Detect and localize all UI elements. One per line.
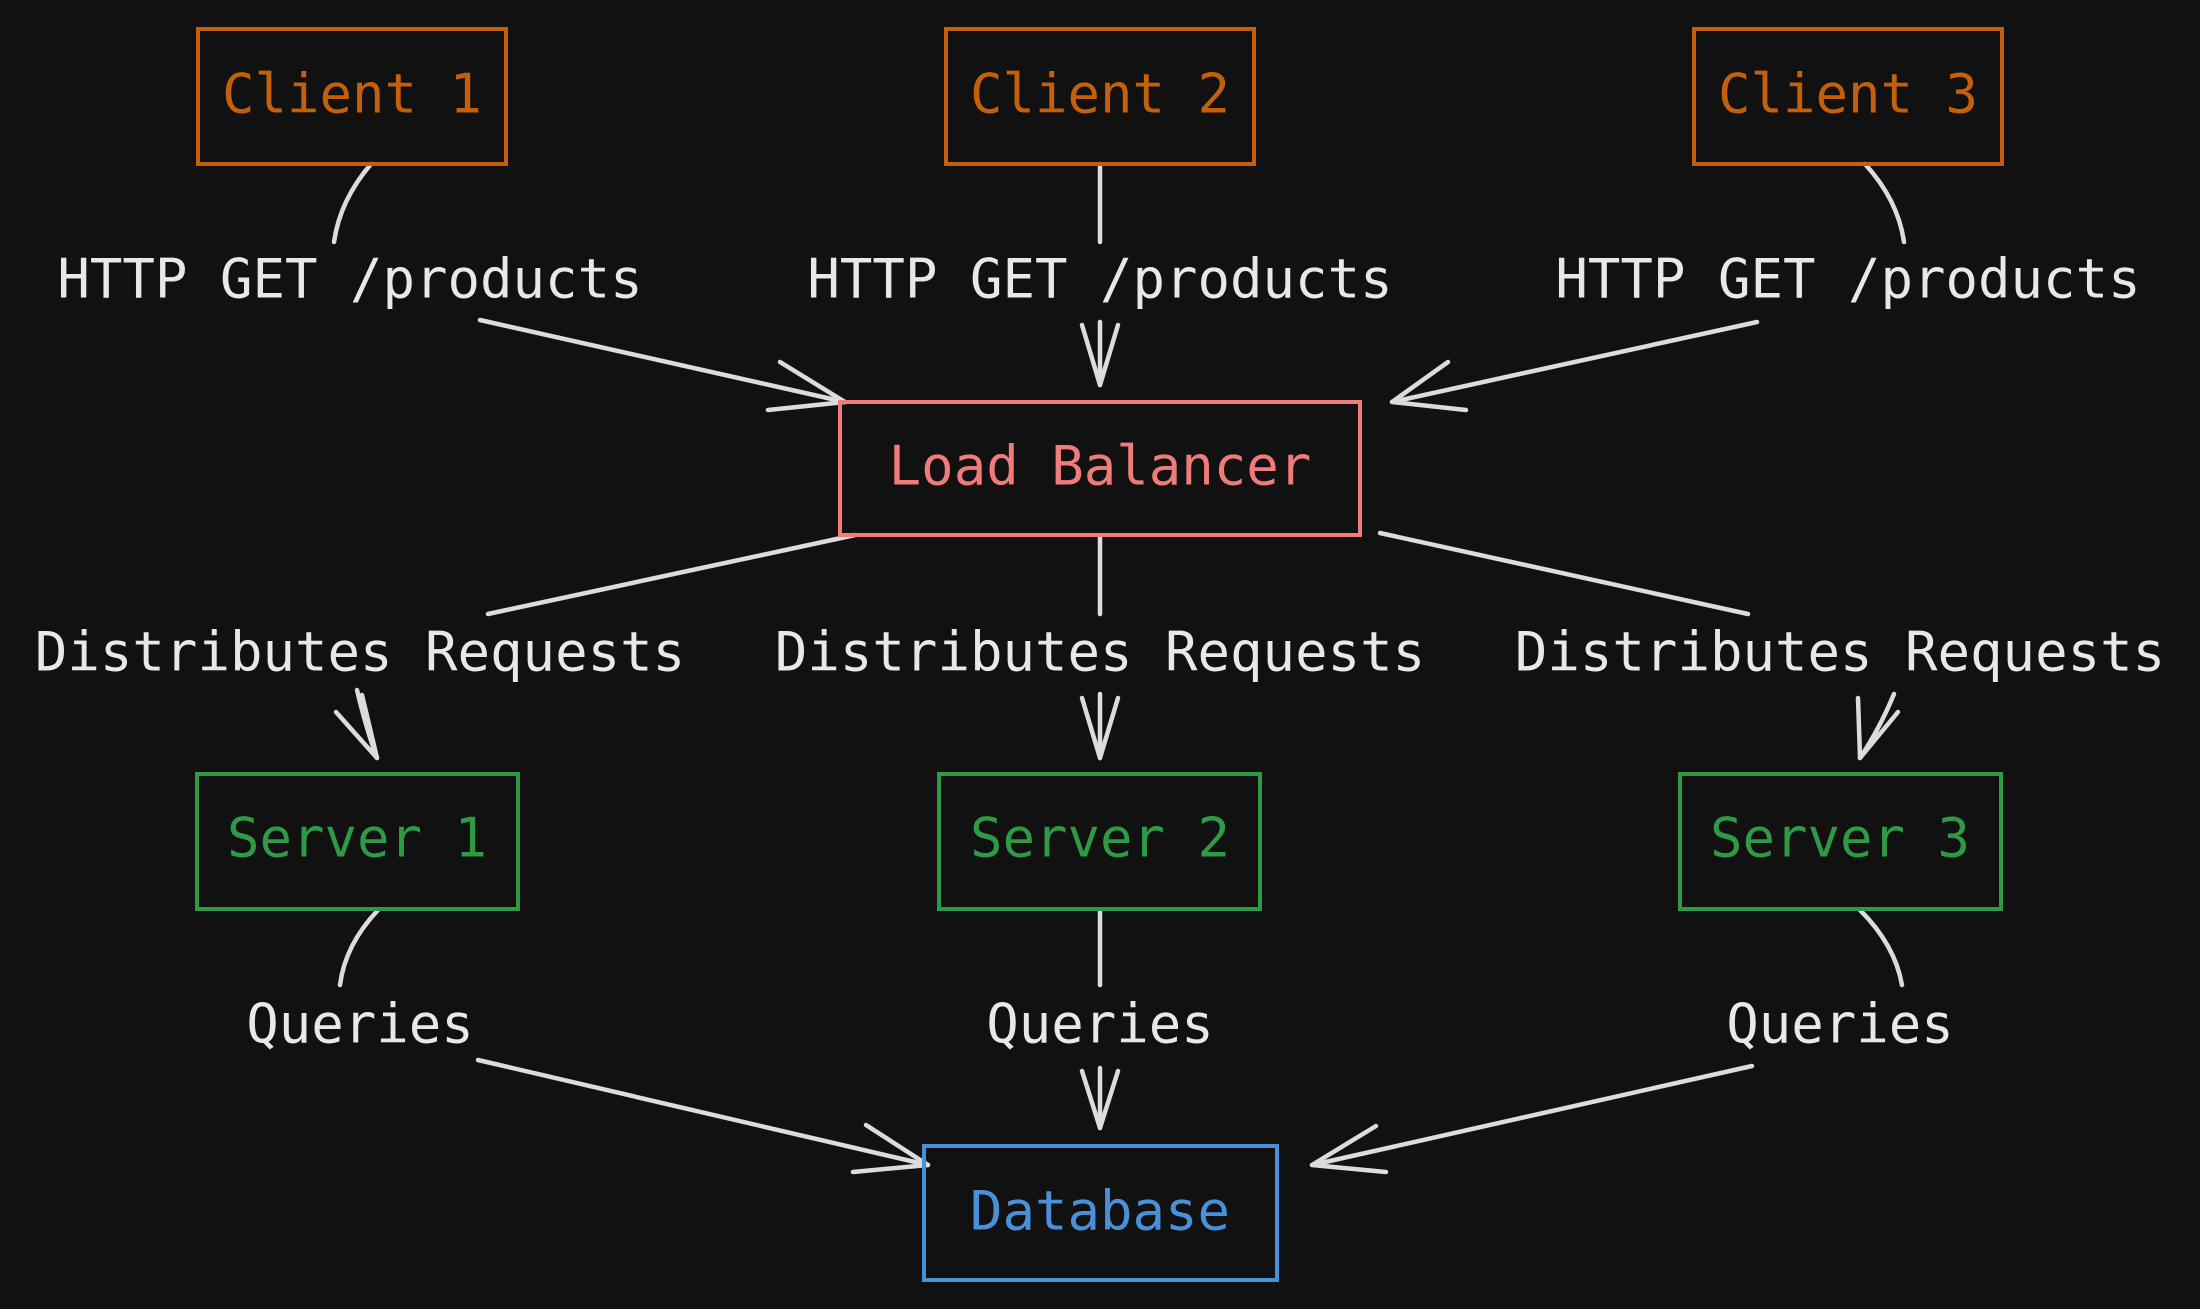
edge-label-server-2: Distributes Requests xyxy=(775,621,1425,684)
server-3-label: Server 3 xyxy=(1710,807,1970,870)
client-1-node[interactable]: Client 1 xyxy=(196,27,508,166)
server-1-node[interactable]: Server 1 xyxy=(195,772,520,911)
edge-server-1-to-database: Queries xyxy=(246,907,931,1175)
edge-label-client-2: HTTP GET /products xyxy=(807,248,1392,311)
load-balancer-node[interactable]: Load Balancer xyxy=(838,400,1362,537)
database-label: Database xyxy=(970,1180,1230,1243)
edge-label-queries-1: Queries xyxy=(246,993,474,1056)
client-1-label: Client 1 xyxy=(222,63,482,126)
edge-server-2-to-database: Queries xyxy=(986,907,1214,1131)
edge-client-2-to-load-balancer: HTTP GET /products xyxy=(807,161,1393,388)
server-3-node[interactable]: Server 3 xyxy=(1678,772,2003,911)
edge-client-1-to-load-balancer: HTTP GET /products xyxy=(57,161,848,413)
load-balancer-label: Load Balancer xyxy=(889,435,1312,498)
edge-label-client-1: HTTP GET /products xyxy=(57,248,642,311)
database-node[interactable]: Database xyxy=(922,1144,1279,1282)
edge-load-balancer-to-server-3: Distributes Requests xyxy=(1377,530,2165,761)
server-2-label: Server 2 xyxy=(970,807,1230,870)
edge-label-client-3: HTTP GET /products xyxy=(1555,248,2140,311)
edge-label-queries-3: Queries xyxy=(1726,993,1954,1056)
edge-label-server-3: Distributes Requests xyxy=(1515,621,2165,684)
edge-server-3-to-database: Queries xyxy=(1309,907,1954,1175)
edge-label-queries-2: Queries xyxy=(986,993,1214,1056)
client-2-node[interactable]: Client 2 xyxy=(944,27,1256,166)
server-1-label: Server 1 xyxy=(227,807,487,870)
edge-load-balancer-to-server-2: Distributes Requests xyxy=(775,534,1425,761)
client-3-node[interactable]: Client 3 xyxy=(1692,27,2004,166)
client-3-label: Client 3 xyxy=(1718,63,1978,126)
edge-client-3-to-load-balancer: HTTP GET /products xyxy=(1389,161,2141,413)
client-2-label: Client 2 xyxy=(970,63,1230,126)
edge-label-server-1: Distributes Requests xyxy=(35,621,685,684)
edge-load-balancer-to-server-1: Distributes Requests xyxy=(35,532,858,761)
server-2-node[interactable]: Server 2 xyxy=(937,772,1262,911)
